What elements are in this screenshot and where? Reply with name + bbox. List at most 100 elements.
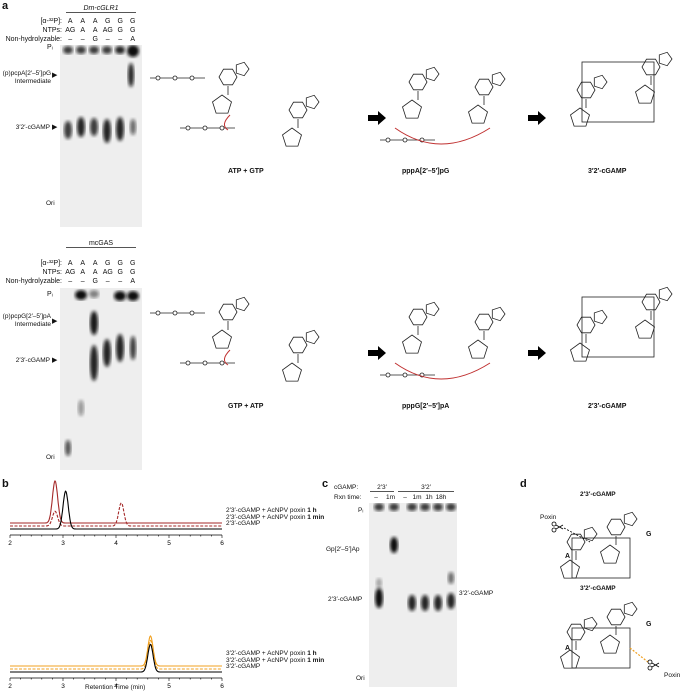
x-axis-title: Retention Time (min) (85, 684, 146, 691)
gel1-pi-label: Pᵢ (47, 44, 53, 51)
x-tick-label: 6 (220, 683, 224, 690)
lane-label: G (117, 260, 123, 267)
gel1-image (60, 45, 142, 227)
scheme1-intermediate: pppA[2′–5′]pG (402, 168, 450, 175)
base-a-top: A (565, 553, 571, 560)
phosphate-group (185, 125, 191, 131)
cyclic-linkage (581, 296, 655, 358)
phosphate-group (189, 75, 195, 81)
gel-band (103, 339, 111, 367)
phosphate-group (402, 137, 408, 143)
phosphate-group (185, 360, 191, 366)
base-ring (288, 101, 308, 119)
ribose-ring (570, 107, 590, 127)
base-ring (658, 286, 673, 302)
lane-ntps: G (130, 269, 136, 276)
base-ring (576, 316, 596, 334)
ribose-ring (402, 99, 422, 119)
arrowhead-icon: ▶ (52, 357, 58, 364)
lane-nonhyd: – (105, 278, 110, 285)
lane-label: A (67, 260, 73, 267)
row-label: [α-³²P]: (40, 18, 62, 25)
x-tick-label: 5 (167, 683, 171, 690)
gel2-image (60, 288, 142, 470)
ribose-ring (560, 649, 580, 669)
ribose-ring (468, 339, 488, 359)
gel-band (127, 291, 139, 301)
gel-band (389, 503, 399, 511)
d-bottom-title: 3′2′-cGAMP (580, 585, 616, 592)
lane-ntps: AG (65, 269, 76, 276)
gel-band (446, 503, 456, 511)
phosphate-group (202, 125, 208, 131)
base-ring (566, 623, 586, 641)
arrowhead-icon: ▶ (52, 72, 58, 79)
panel-label-b: b (2, 478, 9, 490)
panel-label-c: c (322, 478, 329, 490)
gel-band (65, 440, 71, 456)
scheme2-product: 2′3′-cGAMP (588, 403, 627, 410)
x-tick-label: 3 (61, 540, 65, 547)
gel3-ori-label: Ori (356, 675, 365, 682)
arrowhead-icon: ▶ (52, 318, 58, 325)
lane-ntps: A (80, 269, 86, 276)
rxn-time: 1m (412, 494, 422, 501)
d-top-title: 2′3′-cGAMP (580, 491, 616, 498)
rxn-time: – (374, 494, 378, 501)
gel-band (75, 290, 87, 300)
x-tick-label: 6 (220, 540, 224, 547)
ribose-ring (635, 319, 655, 339)
lane-nonhyd: G (92, 36, 98, 43)
legend-entry: 3′2′-cGAMP + AcNPV poxin 1 min (226, 656, 325, 664)
row-label: Non-hydrolyzable: (5, 36, 62, 43)
cyclic-linkage (571, 627, 631, 669)
reaction-arrow (528, 346, 546, 360)
gel3-cgamp-label: cGAMP: (334, 484, 359, 491)
base-ring (606, 608, 626, 626)
gel-band (103, 119, 111, 143)
reaction-schemes (150, 51, 673, 382)
x-tick-label: 4 (114, 683, 118, 690)
gel2-ori-label: Ori (46, 454, 55, 461)
base-ring (593, 309, 608, 325)
ribose-ring (600, 544, 620, 564)
gel-band (116, 334, 124, 362)
row-label: NTPs: (42, 269, 62, 276)
legend-entry: 3′2′-cGAMP (226, 663, 261, 670)
arrowhead-icon: ▶ (52, 124, 58, 131)
base-ring (658, 51, 673, 67)
rxn-time: – (403, 494, 407, 501)
lane-ntps: A (80, 27, 86, 34)
scissors-icon (551, 521, 564, 533)
x-tick-label: 5 (167, 540, 171, 547)
cleavage-site (563, 527, 591, 543)
row-label: [α-³²P]: (40, 260, 62, 267)
gel-band (114, 291, 126, 301)
reaction-arrow (528, 111, 546, 125)
series-line (10, 635, 222, 667)
gel-band (407, 503, 417, 511)
legend-entry: 2′3′-cGAMP + AcNPV poxin 1 h (226, 507, 317, 514)
gel3-time-label: Rxn time: (334, 494, 362, 501)
scheme2-substrates: GTP + ATP (228, 403, 264, 410)
gel-band (420, 503, 430, 511)
gel-band (102, 46, 112, 54)
reaction-arrow (368, 111, 386, 125)
lane-ntps: G (117, 27, 123, 34)
gel-band (374, 503, 384, 511)
series-line (10, 502, 222, 527)
gel1-ori-label: Ori (46, 200, 55, 207)
lane-nonhyd: A (130, 278, 136, 285)
base-ring (491, 306, 506, 322)
gel-band (89, 46, 99, 54)
lane-label: G (130, 18, 136, 25)
ribose-ring (570, 342, 590, 362)
base-ring (235, 296, 250, 312)
lane-label: A (67, 18, 73, 25)
lane-nonhyd: G (92, 278, 98, 285)
gel-band (78, 400, 84, 416)
